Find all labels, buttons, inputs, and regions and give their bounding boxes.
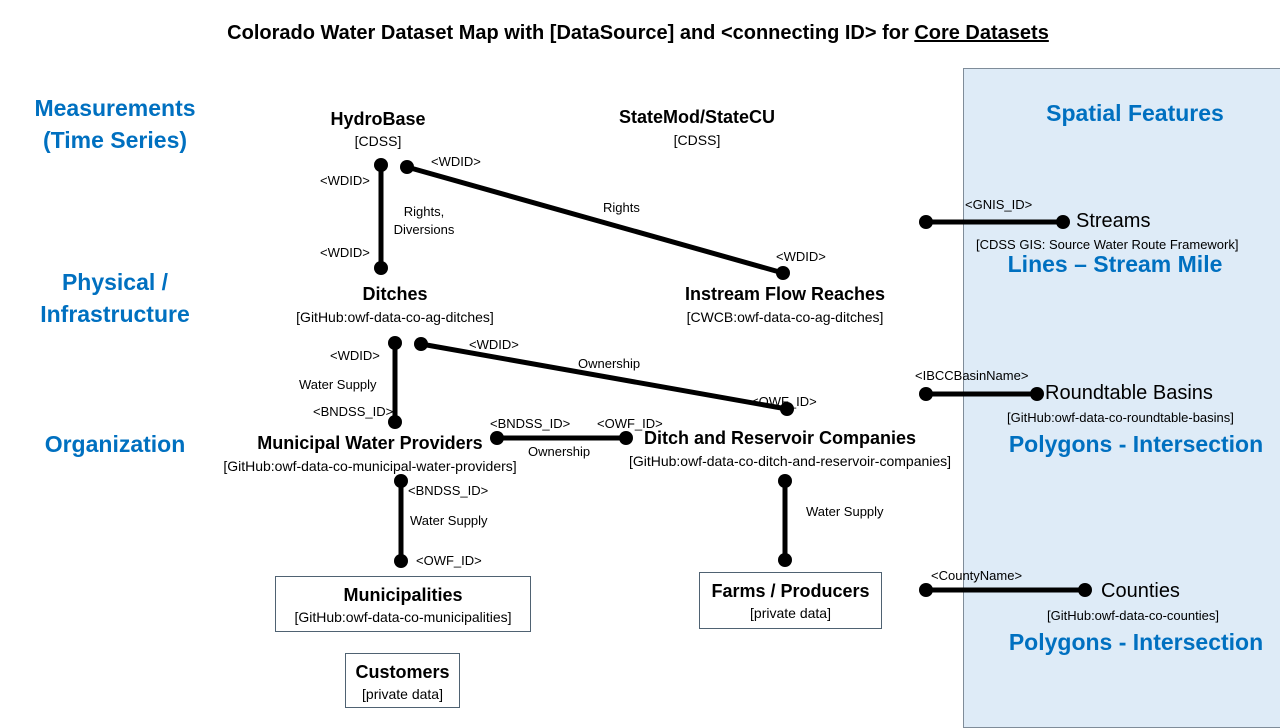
label-wdid: <WDID> [469, 337, 519, 352]
label-wdid: <WDID> [330, 348, 380, 363]
endpoint-dot [388, 415, 402, 429]
endpoint-dot [374, 261, 388, 275]
node-municipalities: Municipalities [GitHub:owf-data-co-munic… [275, 576, 531, 632]
diagram-title: Colorado Water Dataset Map with [DataSou… [227, 22, 1049, 44]
customers-source: [private data] [362, 686, 443, 702]
spatial-features-panel [963, 68, 1280, 728]
source-ditch-and-reservoir-companies: [GitHub:owf-data-co-ditch-and-reservoir-… [628, 453, 952, 469]
source-instream-flow-reaches: [CWCB:owf-data-co-ag-ditches] [686, 309, 884, 325]
feature-roundtable-basins: Roundtable Basins [1045, 382, 1213, 404]
source-ditches: [GitHub:owf-data-co-ag-ditches] [296, 309, 494, 325]
label-county-name: <CountyName> [931, 568, 1023, 583]
endpoint-dot [1056, 215, 1070, 229]
category-organization: Organization [44, 431, 186, 457]
label-water-supply: Water Supply [410, 513, 488, 528]
endpoint-dot [919, 583, 933, 597]
source-municipal-water-providers: [GitHub:owf-data-co-municipal-water-prov… [223, 458, 517, 474]
endpoint-dot [400, 160, 414, 174]
endpoint-dot [394, 474, 408, 488]
label-ibcc-basin-name: <IBCCBasinName> [915, 368, 1029, 383]
label-water-supply: Water Supply [806, 504, 884, 519]
municipalities-name: Municipalities [343, 585, 463, 605]
edge-hydrobase-instream [404, 164, 786, 276]
streams-geometry-type: Lines – Stream Mile [1007, 251, 1223, 277]
label-ownership: Ownership [528, 444, 591, 459]
endpoint-dot [919, 215, 933, 229]
feature-counties: Counties [1101, 580, 1180, 602]
label-wdid: <WDID> [776, 249, 826, 264]
node-statemod: StateMod/StateCU [618, 107, 775, 127]
label-rights: Rights [603, 200, 640, 215]
source-hydrobase: [CDSS] [354, 133, 402, 149]
customers-name: Customers [355, 662, 450, 682]
node-ditch-and-reservoir-companies: Ditch and Reservoir Companies [643, 428, 917, 448]
feature-streams: Streams [1076, 210, 1151, 232]
node-instream-flow-reaches: Instream Flow Reaches [684, 284, 886, 304]
farms-source: [private data] [750, 605, 831, 621]
basins-geometry-type: Polygons - Intersection [1008, 431, 1264, 457]
spatial-features-header: Spatial Features [1046, 100, 1224, 126]
node-ditches: Ditches [362, 284, 428, 304]
label-bndss-id: <BNDSS_ID> [408, 483, 489, 498]
endpoint-dot [619, 431, 633, 445]
endpoint-dot [388, 336, 402, 350]
label-owf-id: <OWF_ID> [597, 416, 663, 431]
label-water-supply: Water Supply [299, 377, 377, 392]
source-streams: [CDSS GIS: Source Water Route Framework] [976, 237, 1239, 252]
label-wdid: <WDID> [431, 154, 481, 169]
edge-ditches-companies [418, 341, 790, 412]
label-rights-diversions: Rights, Diversions [393, 204, 455, 237]
label-wdid: <WDID> [320, 245, 370, 260]
endpoint-dot [374, 158, 388, 172]
label-wdid: <WDID> [320, 173, 370, 188]
endpoint-dot [780, 402, 794, 416]
node-municipal-water-providers: Municipal Water Providers [257, 433, 483, 453]
label-bndss-id: <BNDSS_ID> [313, 404, 394, 419]
category-measurements: Measurements(Time Series) [34, 95, 196, 153]
source-counties: [GitHub:owf-data-co-counties] [1047, 608, 1219, 623]
node-customers: Customers [private data] [345, 653, 460, 708]
municipalities-source: [GitHub:owf-data-co-municipalities] [294, 609, 512, 625]
label-owf-id: <OWF_ID> [751, 394, 817, 409]
endpoint-dot [919, 387, 933, 401]
endpoint-dot [778, 553, 792, 567]
counties-geometry-type: Polygons - Intersection [1008, 629, 1264, 655]
endpoint-dot [776, 266, 790, 280]
category-physical: Physical /Infrastructure [40, 269, 190, 327]
endpoint-dot [1030, 387, 1044, 401]
endpoint-dot [414, 337, 428, 351]
source-roundtable-basins: [GitHub:owf-data-co-roundtable-basins] [1007, 410, 1234, 425]
source-statemod: [CDSS] [673, 132, 721, 148]
node-farms-producers: Farms / Producers [private data] [699, 572, 882, 629]
label-gnis-id: <GNIS_ID> [965, 197, 1033, 212]
label-bndss-id: <BNDSS_ID> [490, 416, 571, 431]
core-datasets-label: Core Datasets [914, 22, 1049, 44]
endpoint-dot [778, 474, 792, 488]
label-owf-id: <OWF_ID> [416, 553, 482, 568]
endpoint-dot [394, 554, 408, 568]
farms-name: Farms / Producers [711, 581, 870, 601]
endpoint-dot [490, 431, 504, 445]
endpoint-dot [1078, 583, 1092, 597]
node-hydrobase: HydroBase [330, 109, 426, 129]
label-ownership: Ownership [578, 356, 641, 371]
